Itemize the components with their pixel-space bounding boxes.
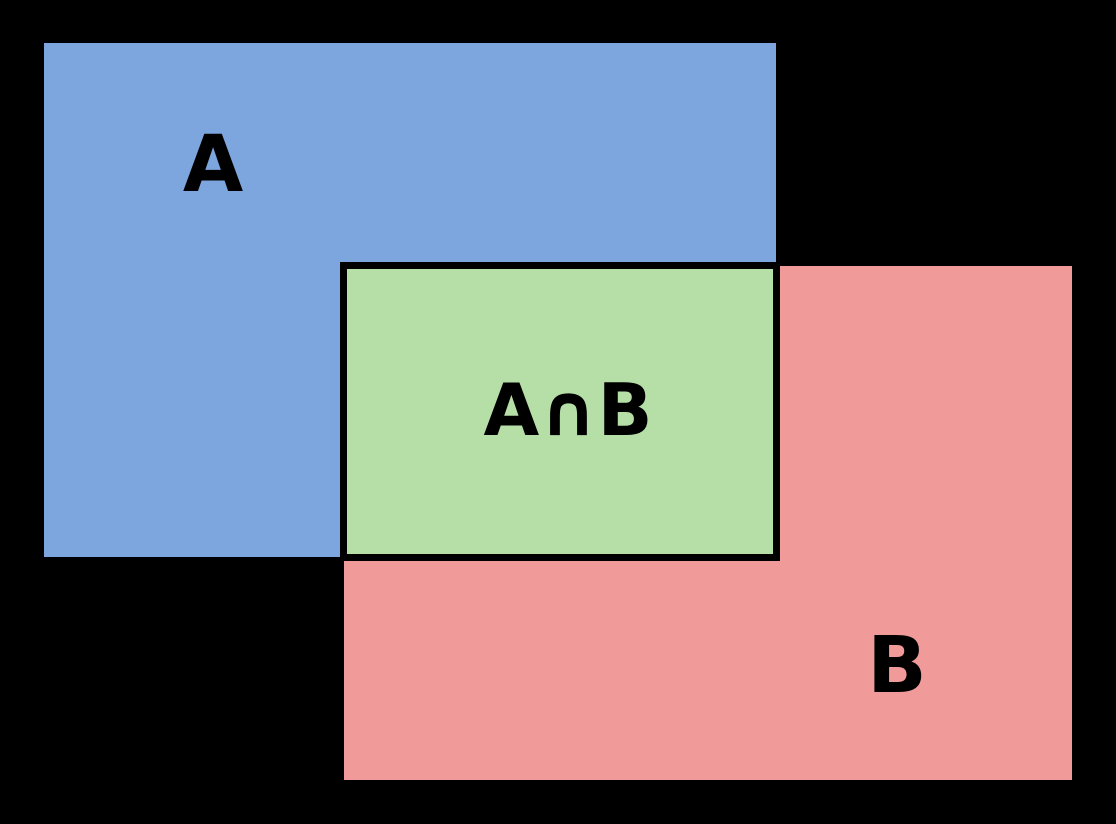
set-a-label: A bbox=[182, 120, 244, 210]
intersection-rect bbox=[340, 262, 780, 561]
intersection-label: A∩B bbox=[483, 368, 653, 452]
set-b-label: B bbox=[867, 621, 927, 711]
